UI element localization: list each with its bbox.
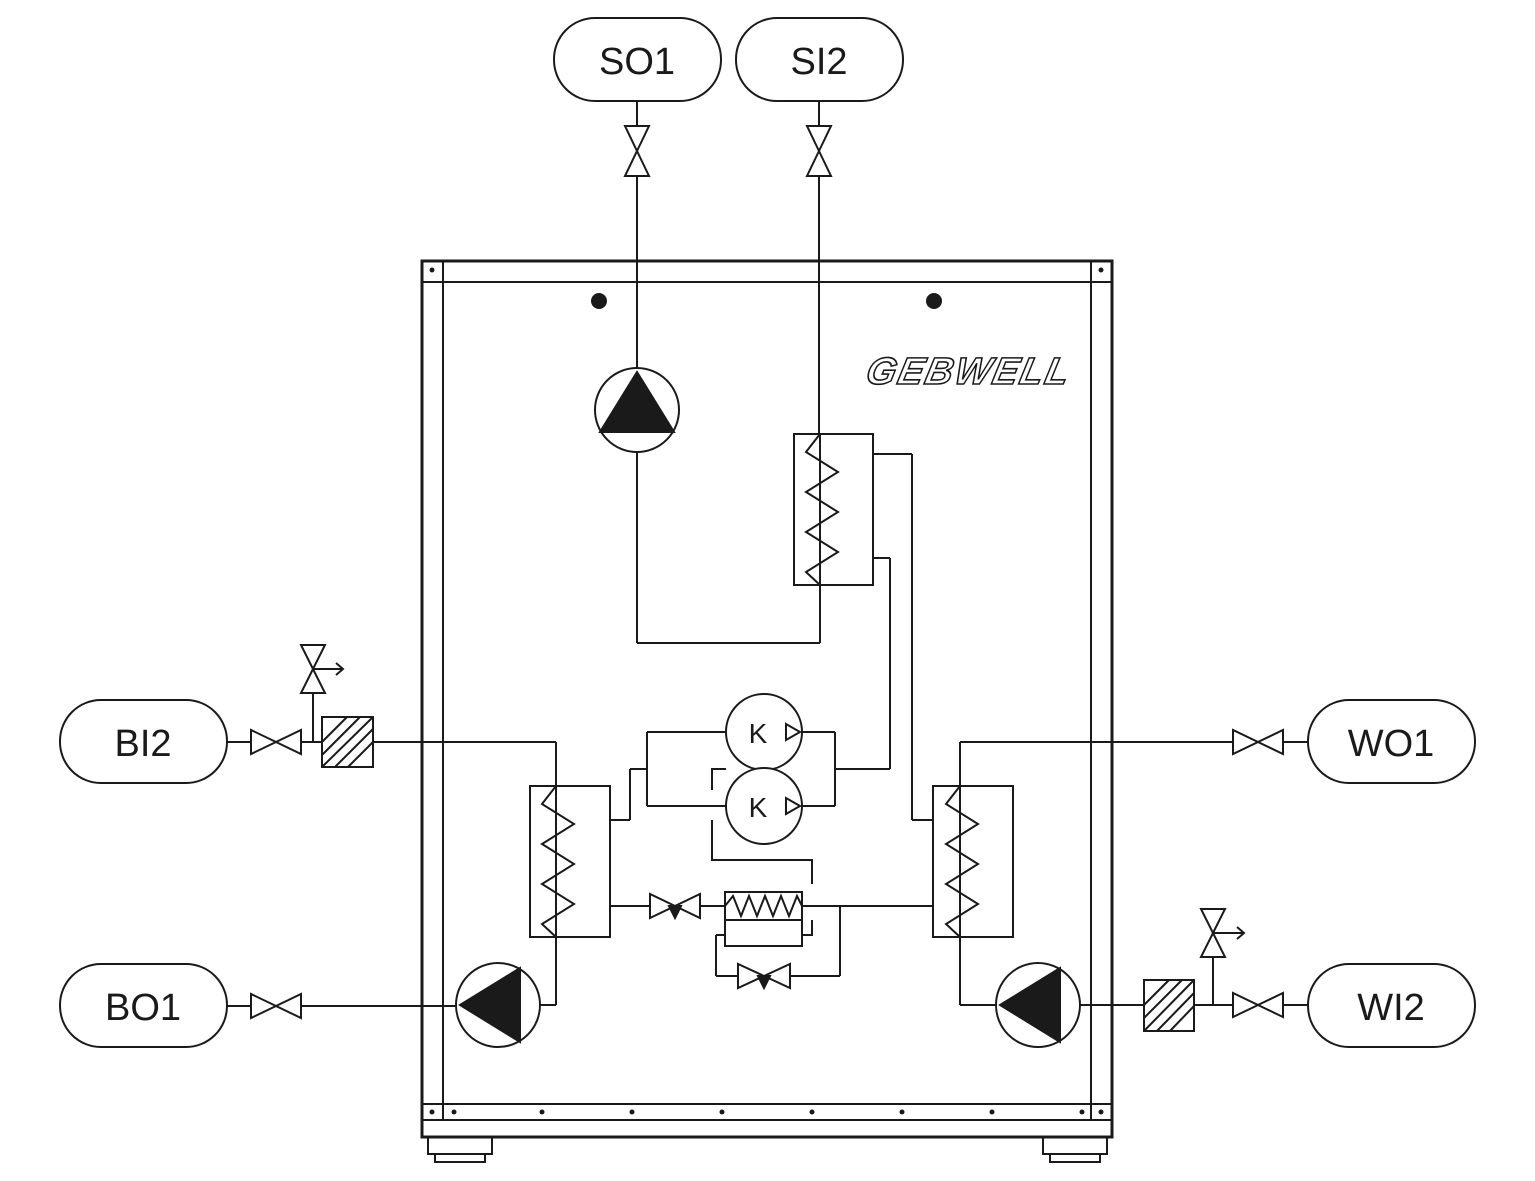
valve-wo1	[1232, 728, 1284, 756]
filter-brine	[321, 716, 374, 768]
condenser	[932, 785, 1014, 938]
safety-valve-water	[1199, 908, 1246, 958]
valve-si2	[805, 125, 833, 177]
valve-so1	[623, 125, 651, 177]
connection-bo1-label: BO1	[105, 987, 181, 1029]
connection-so1-label: SO1	[599, 41, 675, 83]
pipes	[227, 101, 1308, 1007]
connection-wo1-label: WO1	[1348, 723, 1435, 765]
connection-wi2-label: WI2	[1357, 987, 1425, 1029]
connection-so1: SO1	[553, 17, 722, 102]
compressor-bottom: K	[725, 767, 803, 845]
connection-bi2-label: BI2	[114, 723, 171, 765]
connection-bi2: BI2	[59, 699, 228, 784]
heat-exchanger-top	[793, 433, 874, 586]
compressor-top-label: K	[749, 718, 768, 749]
brand-logo: GEBWELL	[863, 350, 1076, 393]
connection-wo1: WO1	[1307, 699, 1476, 784]
evaporator	[529, 785, 611, 938]
valve-wi2	[1232, 991, 1284, 1019]
connection-si2-label: SI2	[790, 41, 847, 83]
valve-bi2	[250, 728, 302, 756]
cabinet-frame	[420, 259, 1114, 1163]
bypass-valve	[737, 962, 791, 991]
valve-bo1	[250, 992, 302, 1020]
pump-brine	[455, 962, 541, 1048]
filter-water	[1143, 979, 1195, 1032]
compressor-bottom-label: K	[749, 792, 768, 823]
connection-bo1: BO1	[59, 963, 228, 1048]
compressor-top: K	[725, 693, 803, 771]
expansion-valve	[649, 892, 701, 921]
connection-si2: SI2	[735, 17, 904, 102]
pump-top	[594, 367, 680, 453]
pump-water	[995, 962, 1081, 1048]
internal-heat-exchanger	[724, 891, 803, 947]
safety-valve-brine	[299, 644, 345, 694]
connection-wi2: WI2	[1307, 963, 1476, 1048]
